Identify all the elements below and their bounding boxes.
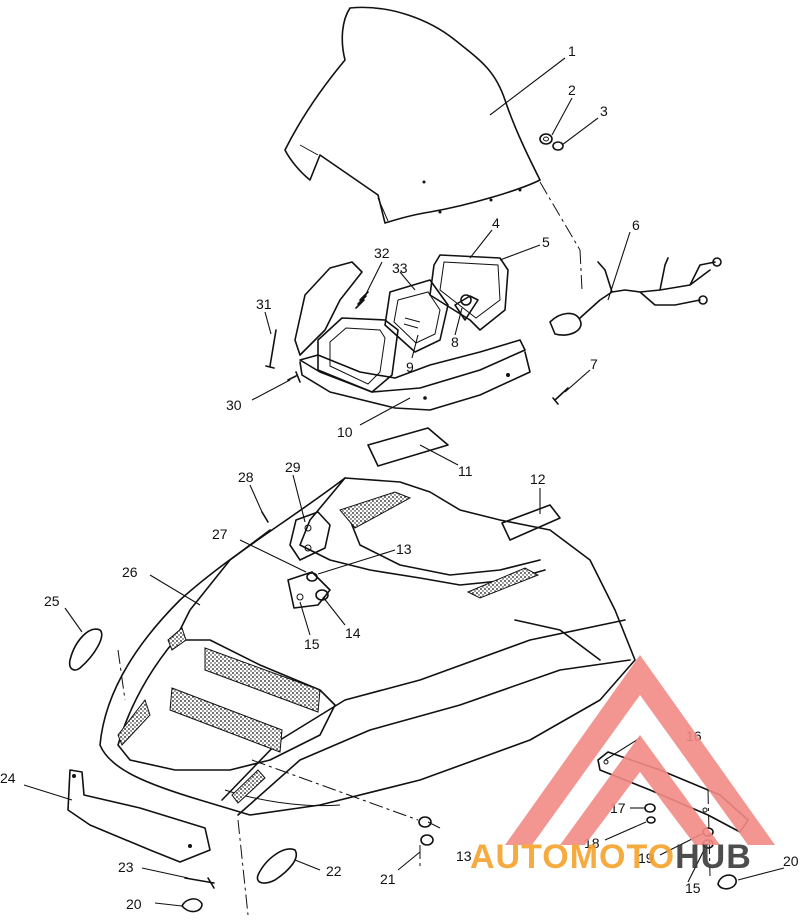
axis-line-22 [237, 819, 249, 916]
washer-3 [552, 141, 564, 151]
callout-11: 11 [458, 463, 473, 479]
callout-27: 27 [212, 526, 228, 542]
mount-axis-line-2 [579, 249, 583, 291]
nut-13-lower [418, 816, 434, 846]
callout-9: 9 [406, 359, 414, 375]
hood-26 [99, 477, 636, 816]
vent-center-1 [204, 647, 321, 713]
callout-20-right: 20 [783, 853, 799, 869]
watermark-logo: AUTOMOTOHUB [470, 655, 775, 876]
decal-12 [501, 504, 561, 541]
vent-side [167, 627, 187, 651]
leader-lines [23, 57, 785, 907]
vent-upper [339, 491, 412, 529]
axis-line-13 [251, 759, 419, 821]
bulb-8 [454, 294, 479, 321]
callout-19: 19 [638, 850, 654, 866]
watermark-hub: HUB [675, 838, 752, 876]
mount-axis-line [539, 181, 581, 251]
callout-30: 30 [226, 397, 242, 413]
axis-line-25 [117, 649, 126, 701]
callout-13-upper: 13 [396, 541, 412, 557]
callout-labels: 1 2 3 4 5 6 7 8 9 10 11 12 13 13 14 15 1… [0, 43, 799, 912]
callout-8: 8 [451, 334, 459, 350]
callout-14: 14 [345, 625, 361, 641]
wiring-harness-6 [549, 257, 722, 336]
callout-22: 22 [326, 863, 342, 879]
bushing-17 [644, 803, 656, 813]
watermark-inner-triangle-icon [560, 735, 720, 845]
callout-3: 3 [600, 103, 608, 119]
callout-7: 7 [590, 356, 598, 372]
washer-18 [646, 816, 656, 824]
screw-7 [552, 387, 569, 405]
callout-26: 26 [122, 564, 138, 580]
callout-31: 31 [256, 296, 272, 312]
watermark-moto: MOTO [570, 838, 675, 876]
grip-25 [68, 628, 103, 671]
headlight-housing-4 [429, 254, 509, 331]
bezel-10 [317, 317, 399, 393]
screw-31 [265, 329, 277, 369]
callout-12: 12 [530, 471, 546, 487]
callout-24: 24 [0, 770, 16, 786]
callout-15-lower: 15 [685, 880, 701, 896]
callout-20-left: 20 [126, 896, 142, 912]
console-panel-10 [294, 261, 531, 411]
callout-32: 32 [374, 245, 390, 261]
clip-20-left [181, 898, 203, 913]
bracket-29 [289, 511, 331, 561]
watermark-auto: AUTO [470, 838, 570, 876]
callout-13-lower: 13 [456, 848, 472, 864]
callout-6: 6 [632, 217, 640, 233]
vent-center-2 [169, 687, 283, 753]
windshield [284, 6, 541, 224]
side-panel-24 [67, 769, 211, 863]
callout-4: 4 [492, 215, 500, 231]
callout-23: 23 [118, 859, 134, 875]
callout-33: 33 [392, 260, 408, 276]
vent-lower-right [466, 567, 540, 599]
callout-15-upper: 15 [304, 636, 320, 652]
callout-25: 25 [44, 593, 60, 609]
vent-nose [231, 769, 266, 804]
callout-2: 2 [568, 82, 576, 98]
callout-28: 28 [238, 469, 254, 485]
clip-20-right [717, 874, 737, 890]
watermark-text: AUTOMOTOHUB [470, 838, 752, 876]
bracket-14 [287, 571, 331, 609]
nut-2 [539, 133, 553, 145]
headlight-lens-9 [384, 279, 449, 353]
callout-21: 21 [380, 871, 396, 887]
watermark-triangle-icon [505, 655, 775, 845]
screw-28 [261, 511, 269, 523]
callout-1: 1 [568, 43, 576, 59]
screw-30 [287, 371, 301, 383]
rivet-23 [184, 877, 215, 889]
callout-10: 10 [337, 424, 353, 440]
vent-left [117, 698, 151, 746]
callout-29: 29 [285, 459, 301, 475]
callout-5: 5 [542, 234, 550, 250]
decal-11 [367, 427, 449, 467]
grip-22 [256, 848, 297, 884]
